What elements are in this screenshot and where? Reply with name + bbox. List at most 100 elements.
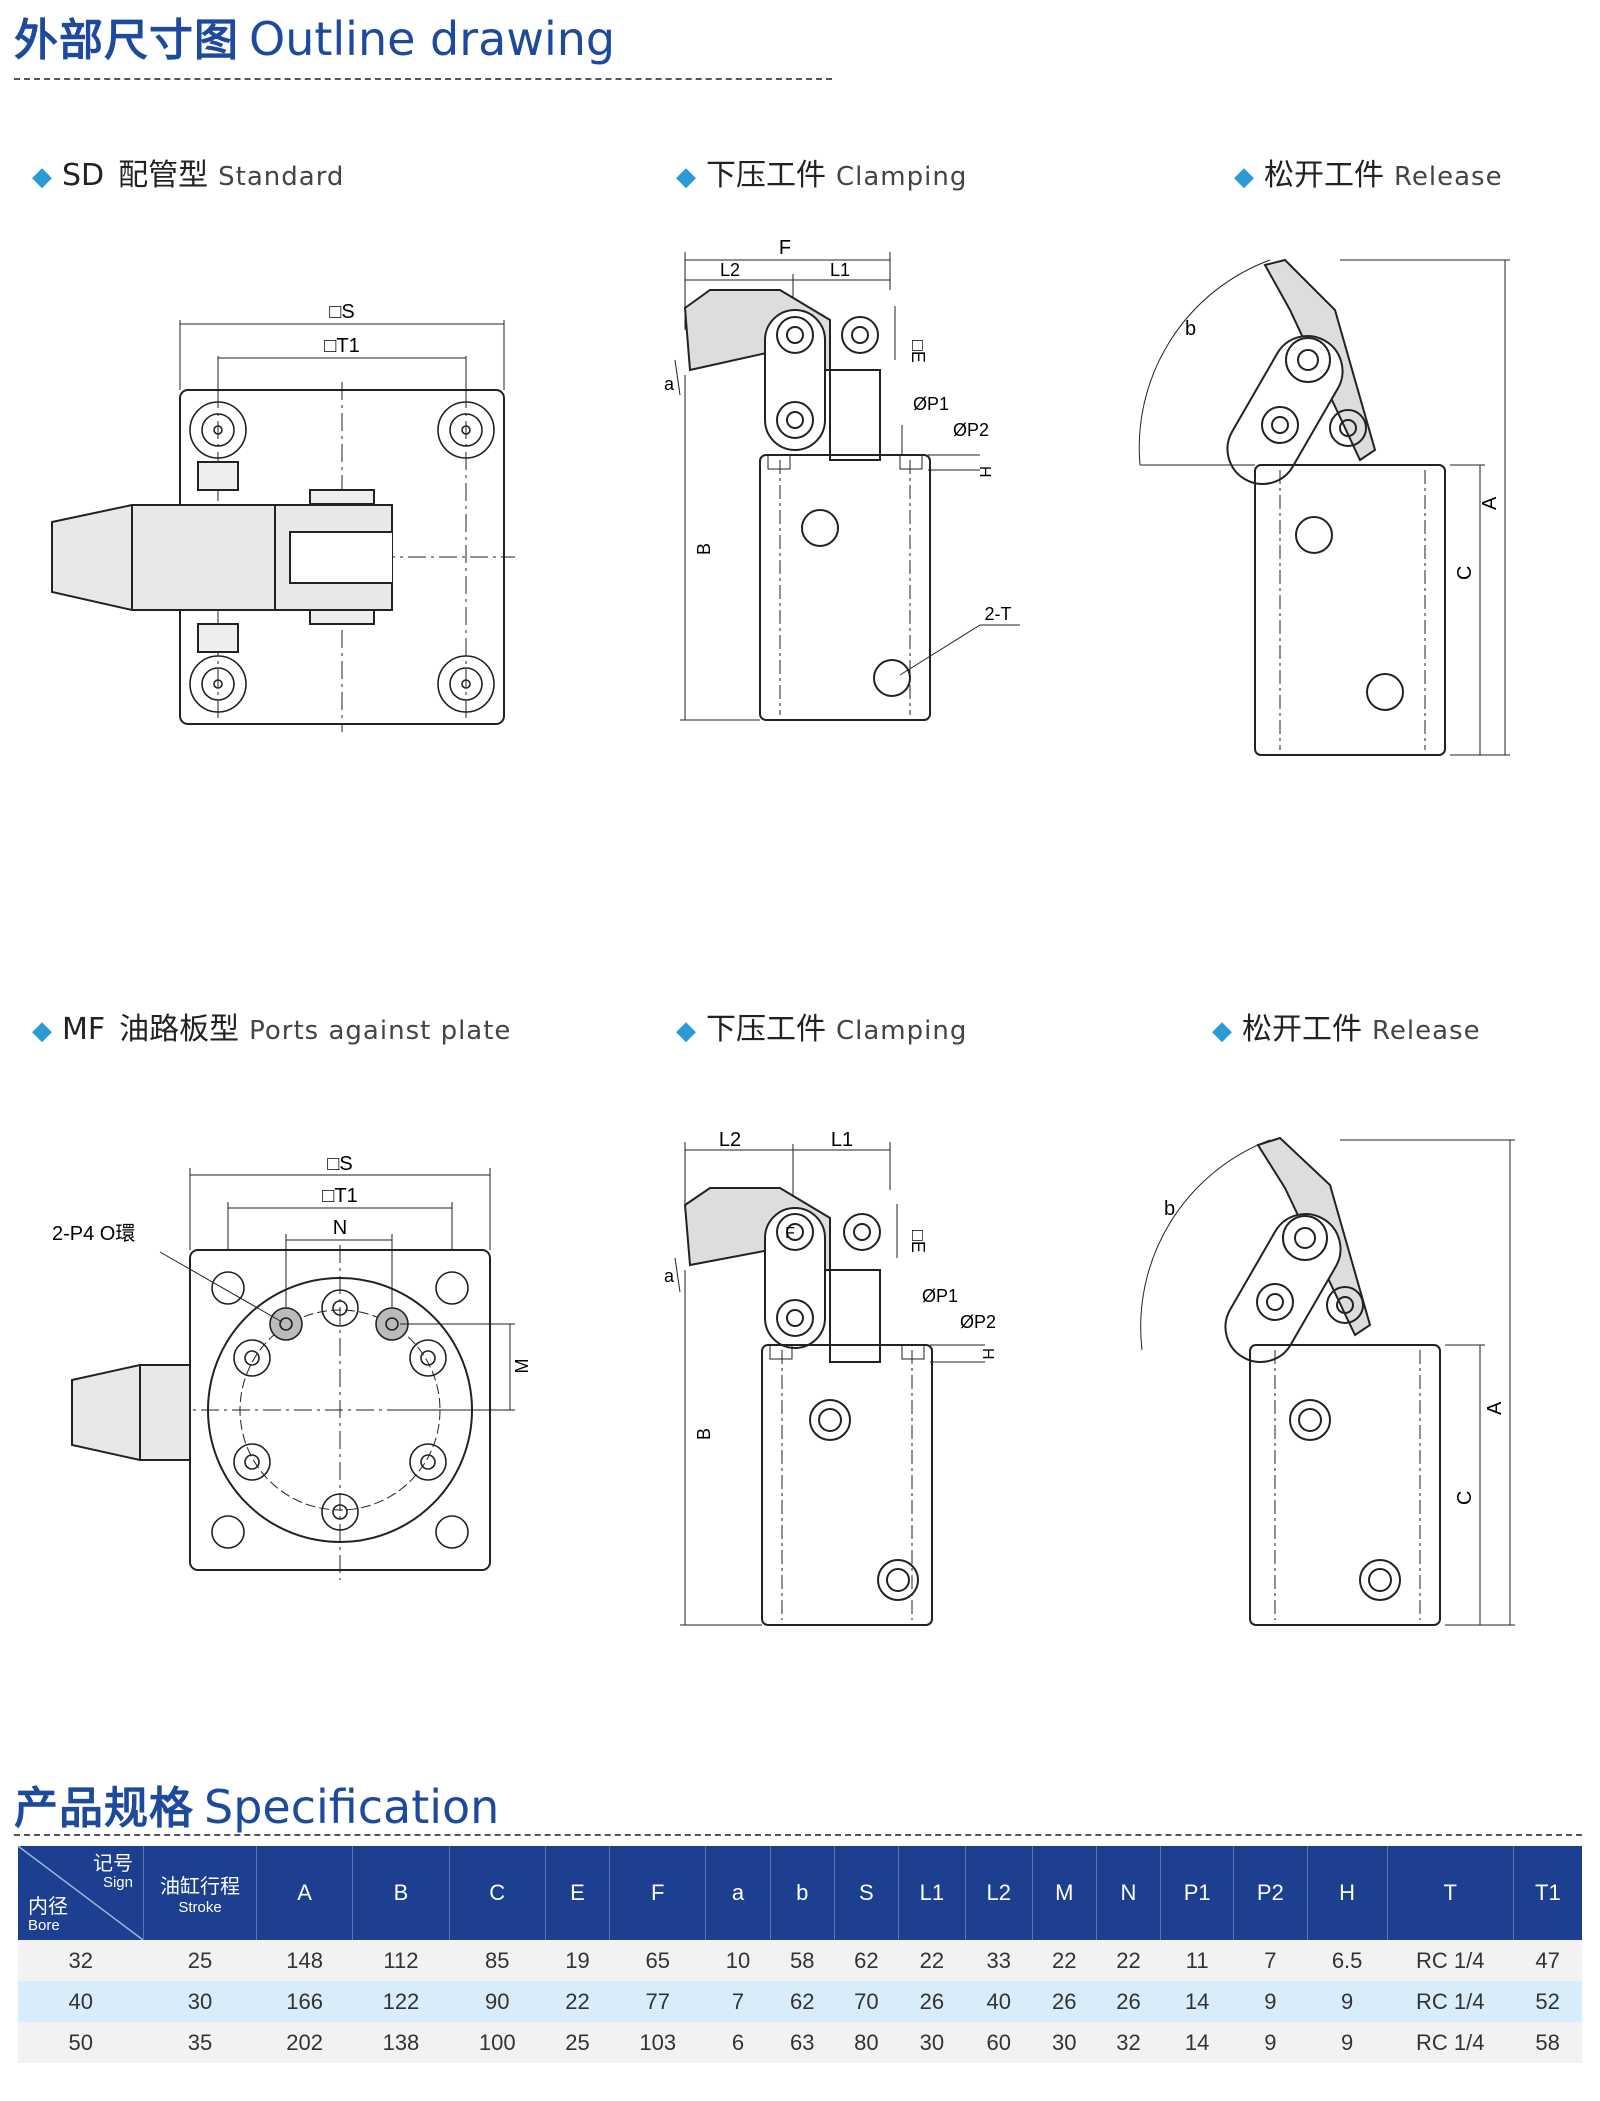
col-header: E: [545, 1846, 611, 1940]
mf-subtitle: ◆ MF 油路板型 Ports against plate: [32, 1004, 511, 1048]
sd-release-cn: 松开工件: [1264, 158, 1384, 193]
col-header: M: [1032, 1846, 1097, 1940]
mf-label-M: M: [512, 1359, 532, 1374]
table-cell: 30: [898, 2022, 966, 2063]
sd-release-drawing: b A C: [1138, 258, 1510, 756]
table-cell: 30: [143, 1981, 257, 2022]
outline-heading-cn: 外部尺寸图: [14, 15, 239, 66]
col-header: A: [256, 1846, 354, 1940]
stroke-header-en: Stroke: [178, 1899, 222, 1916]
col-header: b: [770, 1846, 835, 1940]
mf-label-N: N: [333, 1217, 347, 1239]
col-header: T: [1387, 1846, 1514, 1940]
sd-release-en: Release: [1394, 162, 1503, 192]
corner-bore-en: Bore: [28, 1917, 60, 1935]
spec-heading-rule: [14, 1834, 1582, 1836]
table-cell: 77: [609, 1981, 706, 2022]
table-cell: RC 1/4: [1387, 1940, 1514, 1981]
table-cell: 9: [1307, 1981, 1388, 2022]
table-cell: 25: [545, 2022, 610, 2063]
table-cell: 60: [965, 2022, 1033, 2063]
col-header: L1: [898, 1846, 966, 1940]
sd-clamp-en: Clamping: [836, 162, 968, 192]
table-cell: 26: [1096, 1981, 1161, 2022]
table-row: 50 35 202 138 100 25 103 6 63 80 30 60 3…: [18, 2022, 1582, 2063]
mf-release-en: Release: [1372, 1016, 1481, 1046]
sd-release-subtitle: ◆ 松开工件 Release: [1234, 150, 1503, 194]
spec-heading-cn: 产品规格: [14, 1783, 194, 1834]
table-cell: 148: [256, 1940, 353, 1981]
col-header: L2: [965, 1846, 1033, 1940]
table-cell: 85: [449, 1940, 546, 1981]
table-cell: RC 1/4: [1387, 1981, 1514, 2022]
table-cell: 32: [1096, 2022, 1161, 2063]
diamond-icon: ◆: [32, 162, 52, 192]
table-cell: 122: [352, 1981, 450, 2022]
table-cell: 33: [965, 1940, 1033, 1981]
mfc-label-L2: L2: [719, 1130, 741, 1151]
mf-cn: 油路板型: [119, 1012, 240, 1047]
sd-cn: 配管型: [118, 158, 209, 193]
mfr-label-b: b: [1164, 1198, 1175, 1220]
mf-en: Ports against plate: [249, 1016, 512, 1046]
table-cell: 10: [705, 1940, 771, 1981]
spec-heading-en: Specification: [204, 1780, 500, 1834]
stroke-header-cn: 油缸行程: [160, 1876, 240, 1898]
table-cell: 58: [1513, 2022, 1582, 2063]
mf-code: MF: [62, 1012, 106, 1047]
sdc-label-L1: L1: [830, 260, 850, 280]
mfc-label-H: H: [979, 1348, 996, 1360]
table-cell: 62: [834, 1940, 899, 1981]
sdc-label-H: H: [976, 466, 993, 478]
table-cell: 22: [898, 1940, 966, 1981]
outline-heading-rule: [14, 78, 832, 80]
mfc-label-P1: ØP1: [922, 1286, 958, 1306]
table-cell: 62: [770, 1981, 835, 2022]
mfc-label-a: a: [664, 1266, 675, 1286]
spec-corner-cell: 记号 Sign 内径 Bore: [18, 1846, 144, 1940]
corner-diagonal: [18, 1846, 143, 1940]
mf-release-cn: 松开工件: [1242, 1012, 1362, 1047]
table-cell: 26: [898, 1981, 966, 2022]
table-cell: 80: [834, 2022, 899, 2063]
col-header: a: [705, 1846, 771, 1940]
outline-heading-en: Outline drawing: [249, 12, 616, 66]
mfc-label-E: □E: [908, 1230, 928, 1253]
sdc-label-L2: L2: [720, 260, 740, 280]
corner-bore-cn: 内径: [28, 1896, 68, 1919]
table-cell: 22: [1096, 1940, 1161, 1981]
table-cell: 26: [1032, 1981, 1097, 2022]
mf-clamp-cn: 下压工件: [706, 1012, 826, 1047]
diamond-icon: ◆: [1212, 1016, 1232, 1046]
col-header: N: [1096, 1846, 1162, 1940]
table-cell: 70: [834, 1981, 899, 2022]
table-cell: 7: [1233, 1940, 1307, 1981]
mf-release-drawing: b A C: [1140, 1136, 1515, 1626]
table-cell: 65: [609, 1940, 706, 1981]
table-cell: 100: [449, 2022, 546, 2063]
table-row: 32 25 148 112 85 19 65 10 58 62 22 33 22…: [18, 1940, 1582, 1981]
spec-heading: 产品规格 Specification: [14, 1772, 499, 1836]
mf-label-P4: 2-P4 O環: [52, 1223, 135, 1245]
table-cell: 40: [18, 1981, 144, 2022]
table-cell: 50: [18, 2022, 144, 2063]
sd-label-T1: □T1: [324, 335, 359, 357]
mf-release-subtitle: ◆ 松开工件 Release: [1212, 1004, 1481, 1048]
col-header: C: [449, 1846, 546, 1940]
sdr-label-b: b: [1185, 318, 1196, 340]
sd-subtitle: ◆ SD 配管型 Standard: [32, 150, 344, 194]
table-cell: 103: [609, 2022, 706, 2063]
table-cell: 47: [1513, 1940, 1582, 1981]
mf-top-view-drawing: □S □T1 N 2-P4 O環 M: [52, 1153, 532, 1580]
col-header: S: [834, 1846, 900, 1940]
sdc-label-P2: ØP2: [953, 420, 989, 440]
mfc-label-P2: ØP2: [960, 1312, 996, 1332]
sdc-label-B: B: [694, 543, 714, 555]
mf-clamp-en: Clamping: [836, 1016, 968, 1046]
table-cell: 90: [449, 1981, 546, 2022]
stroke-header: 油缸行程 Stroke: [143, 1846, 257, 1940]
table-cell: 22: [545, 1981, 610, 2022]
mf-clamping-drawing: L2 L1 F □E a ØP1 ØP2 H B: [664, 1130, 996, 1626]
table-cell: 14: [1160, 1981, 1234, 2022]
spec-table: 记号 Sign 内径 Bore 油缸行程 Stroke A B C E F a …: [18, 1846, 1582, 2063]
